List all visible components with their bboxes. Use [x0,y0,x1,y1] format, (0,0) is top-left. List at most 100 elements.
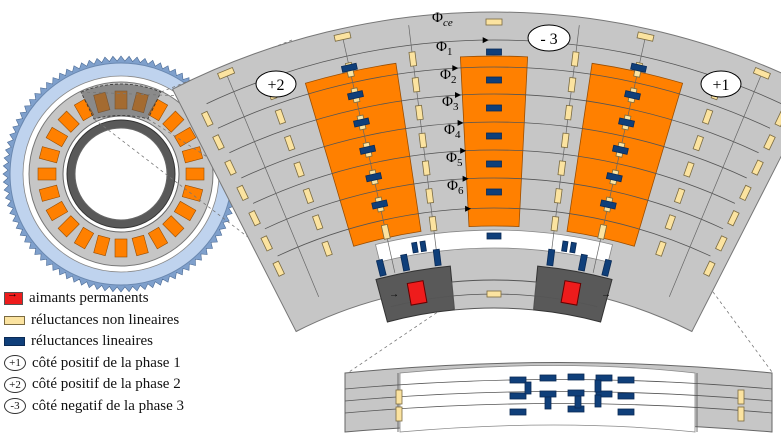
flux-arrow [455,92,461,98]
airgap-zoom-inset [344,362,773,433]
linear-reluctance [595,374,613,382]
nonlinear-reluctance [260,235,273,252]
nonlinear-reluctance [752,66,771,80]
flux-label-3: Φ3 [442,94,459,113]
flux-path-arc [277,207,711,257]
nonlinear-reluctance [567,77,577,93]
linear-reluctance [594,394,602,408]
flux-arrow [482,37,489,44]
thumbnail-coil [173,126,197,148]
nonlinear-reluctance [597,223,608,240]
flux-arrow [460,147,467,154]
nonlinear-reluctance [703,260,716,277]
zoom-guide-line [80,91,237,99]
linear-reluctance [353,117,370,128]
thumbnail-coil [73,226,95,250]
nonlinear-reluctance [224,159,237,176]
flux-path-arc [264,177,724,230]
nonlinear-reluctance [411,77,421,93]
stator-sector-detail [171,11,781,333]
linear-reluctance [486,160,502,168]
linear-reluctance [509,392,527,400]
linear-reluctance [618,117,635,128]
legend-item-phase3: -3 côté negatif de la phase 3 [4,396,304,418]
nonlinear-reluctance [664,214,676,231]
thumbnail-coil [181,184,204,202]
nonlinear-reluctance [692,134,704,152]
svg-text:- 3: - 3 [540,31,557,48]
flux-path-arc [252,149,736,204]
nonlinear-reluctance [333,31,352,42]
nonlinear-reluctance [408,51,418,67]
inset-flux-path [344,391,773,402]
linear-reluctance [599,199,617,210]
nonlinear-reluctance [312,214,324,231]
machine-cross-section-thumbnail [2,55,240,293]
nonlinear-reluctance [560,132,570,149]
legend-label-magnets: aimants permanents [29,290,149,307]
zoom-guide-line [147,118,397,279]
phase-plus1-icon: +1 [4,355,26,372]
linear-reluctance [546,248,556,267]
phase-label-plus1: +1 [700,70,742,98]
nonlinear-reluctance [485,18,503,26]
linear-reluctance [509,408,527,416]
nonlinear-reluctance [272,260,285,277]
legend-label-phase3: côté negatif de la phase 3 [32,397,185,414]
linear-reluctance [486,104,502,112]
linear-reluctance [617,392,635,400]
linear-reluctance [567,389,585,397]
linear-reluctance [617,408,635,416]
nonlinear-reluctance [395,406,403,422]
highlighted-sector [80,83,162,120]
nonlinear-reluctance [293,161,305,178]
inset-flux-path [344,379,773,390]
radial-divider [668,73,763,297]
flux-arrow [465,205,472,212]
flux-label-6: Φ6 [447,178,464,197]
flux-path-arc [229,93,759,154]
nonlinear-reluctance [564,104,573,121]
legend-label-phase2: côté positif de la phase 2 [32,376,181,393]
linear-reluctance [595,390,613,398]
nonlinear-reluctance [248,210,261,227]
nonlinear-reluctance-icon [4,315,25,325]
nonlinear-reluctance [425,188,434,204]
nonlinear-reluctance [212,134,225,151]
linear-reluctance [605,172,623,183]
thumbnail-coil [45,200,69,222]
flux-label-1: Φ1 [436,39,452,58]
flux-label-2: Φ2 [440,67,456,86]
thumbnail-coil [45,126,69,148]
nonlinear-reluctance [557,160,567,176]
flux-arrow [457,119,464,126]
flux-label-4: Φ4 [444,122,461,141]
linear-reluctance [569,241,577,254]
nonlinear-reluctance [236,184,249,202]
permanent-magnet [406,280,428,306]
thumbnail-coil [173,200,197,222]
coil-slot [566,62,684,247]
legend-label-linear: réluctances lineaires [31,333,154,350]
nonlinear-reluctance [321,240,333,257]
nonlinear-reluctance [421,160,431,176]
linear-reluctance-icon [4,337,25,347]
nonlinear-reluctance [554,188,563,204]
flux-arrow [462,175,469,182]
flux-path-arc [217,66,771,129]
thumbnail-coil [181,146,204,164]
svg-text:+1: +1 [712,77,729,94]
linear-reluctance [486,76,502,84]
nonlinear-reluctance [428,215,438,232]
nonlinear-reluctance [701,108,714,125]
linear-reluctance [544,396,552,410]
inset-flux-path [344,403,773,414]
nonlinear-reluctance [739,184,752,202]
linear-reluctance [359,144,377,155]
linear-reluctance [539,390,557,398]
phase-label-plus2: +2 [255,70,297,98]
linear-reluctance [574,395,582,409]
linear-reluctance [486,232,502,240]
legend-label-phase1: côté positif de la phase 1 [32,354,181,371]
